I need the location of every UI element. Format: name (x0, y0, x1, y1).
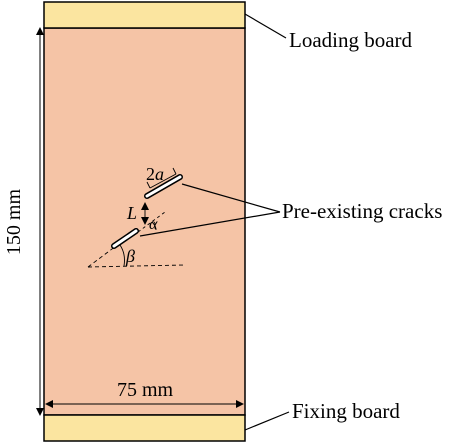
pre-existing-cracks-label: Pre-existing cracks (282, 199, 442, 223)
beta-angle: β (87, 244, 185, 268)
fixing-board-label: Fixing board (292, 399, 400, 423)
crack-length-label: 2a (146, 164, 164, 184)
ligament-label: L (126, 203, 137, 223)
height-dimension-label: 150 mm (3, 189, 25, 256)
loading-board (43, 1, 246, 29)
loading-board-leader (244, 13, 287, 39)
ligament-dimension: L (126, 202, 149, 225)
alpha-angle: α (137, 211, 166, 233)
specimen-body (43, 27, 246, 416)
beta-label: β (125, 246, 135, 266)
fixing-board (43, 414, 246, 442)
width-dimension: 75 mm (45, 379, 244, 408)
loading-board-label: Loading board (289, 28, 413, 52)
crack-length-dimension: 2a (146, 164, 177, 189)
alpha-label: α (149, 216, 158, 233)
height-dimension: 150 mm (3, 27, 44, 416)
lower-crack (111, 228, 139, 249)
upper-crack (144, 174, 183, 199)
fixing-board-leader (244, 411, 290, 431)
width-dimension-label: 75 mm (117, 379, 174, 401)
crack-leader-lines (139, 183, 281, 237)
